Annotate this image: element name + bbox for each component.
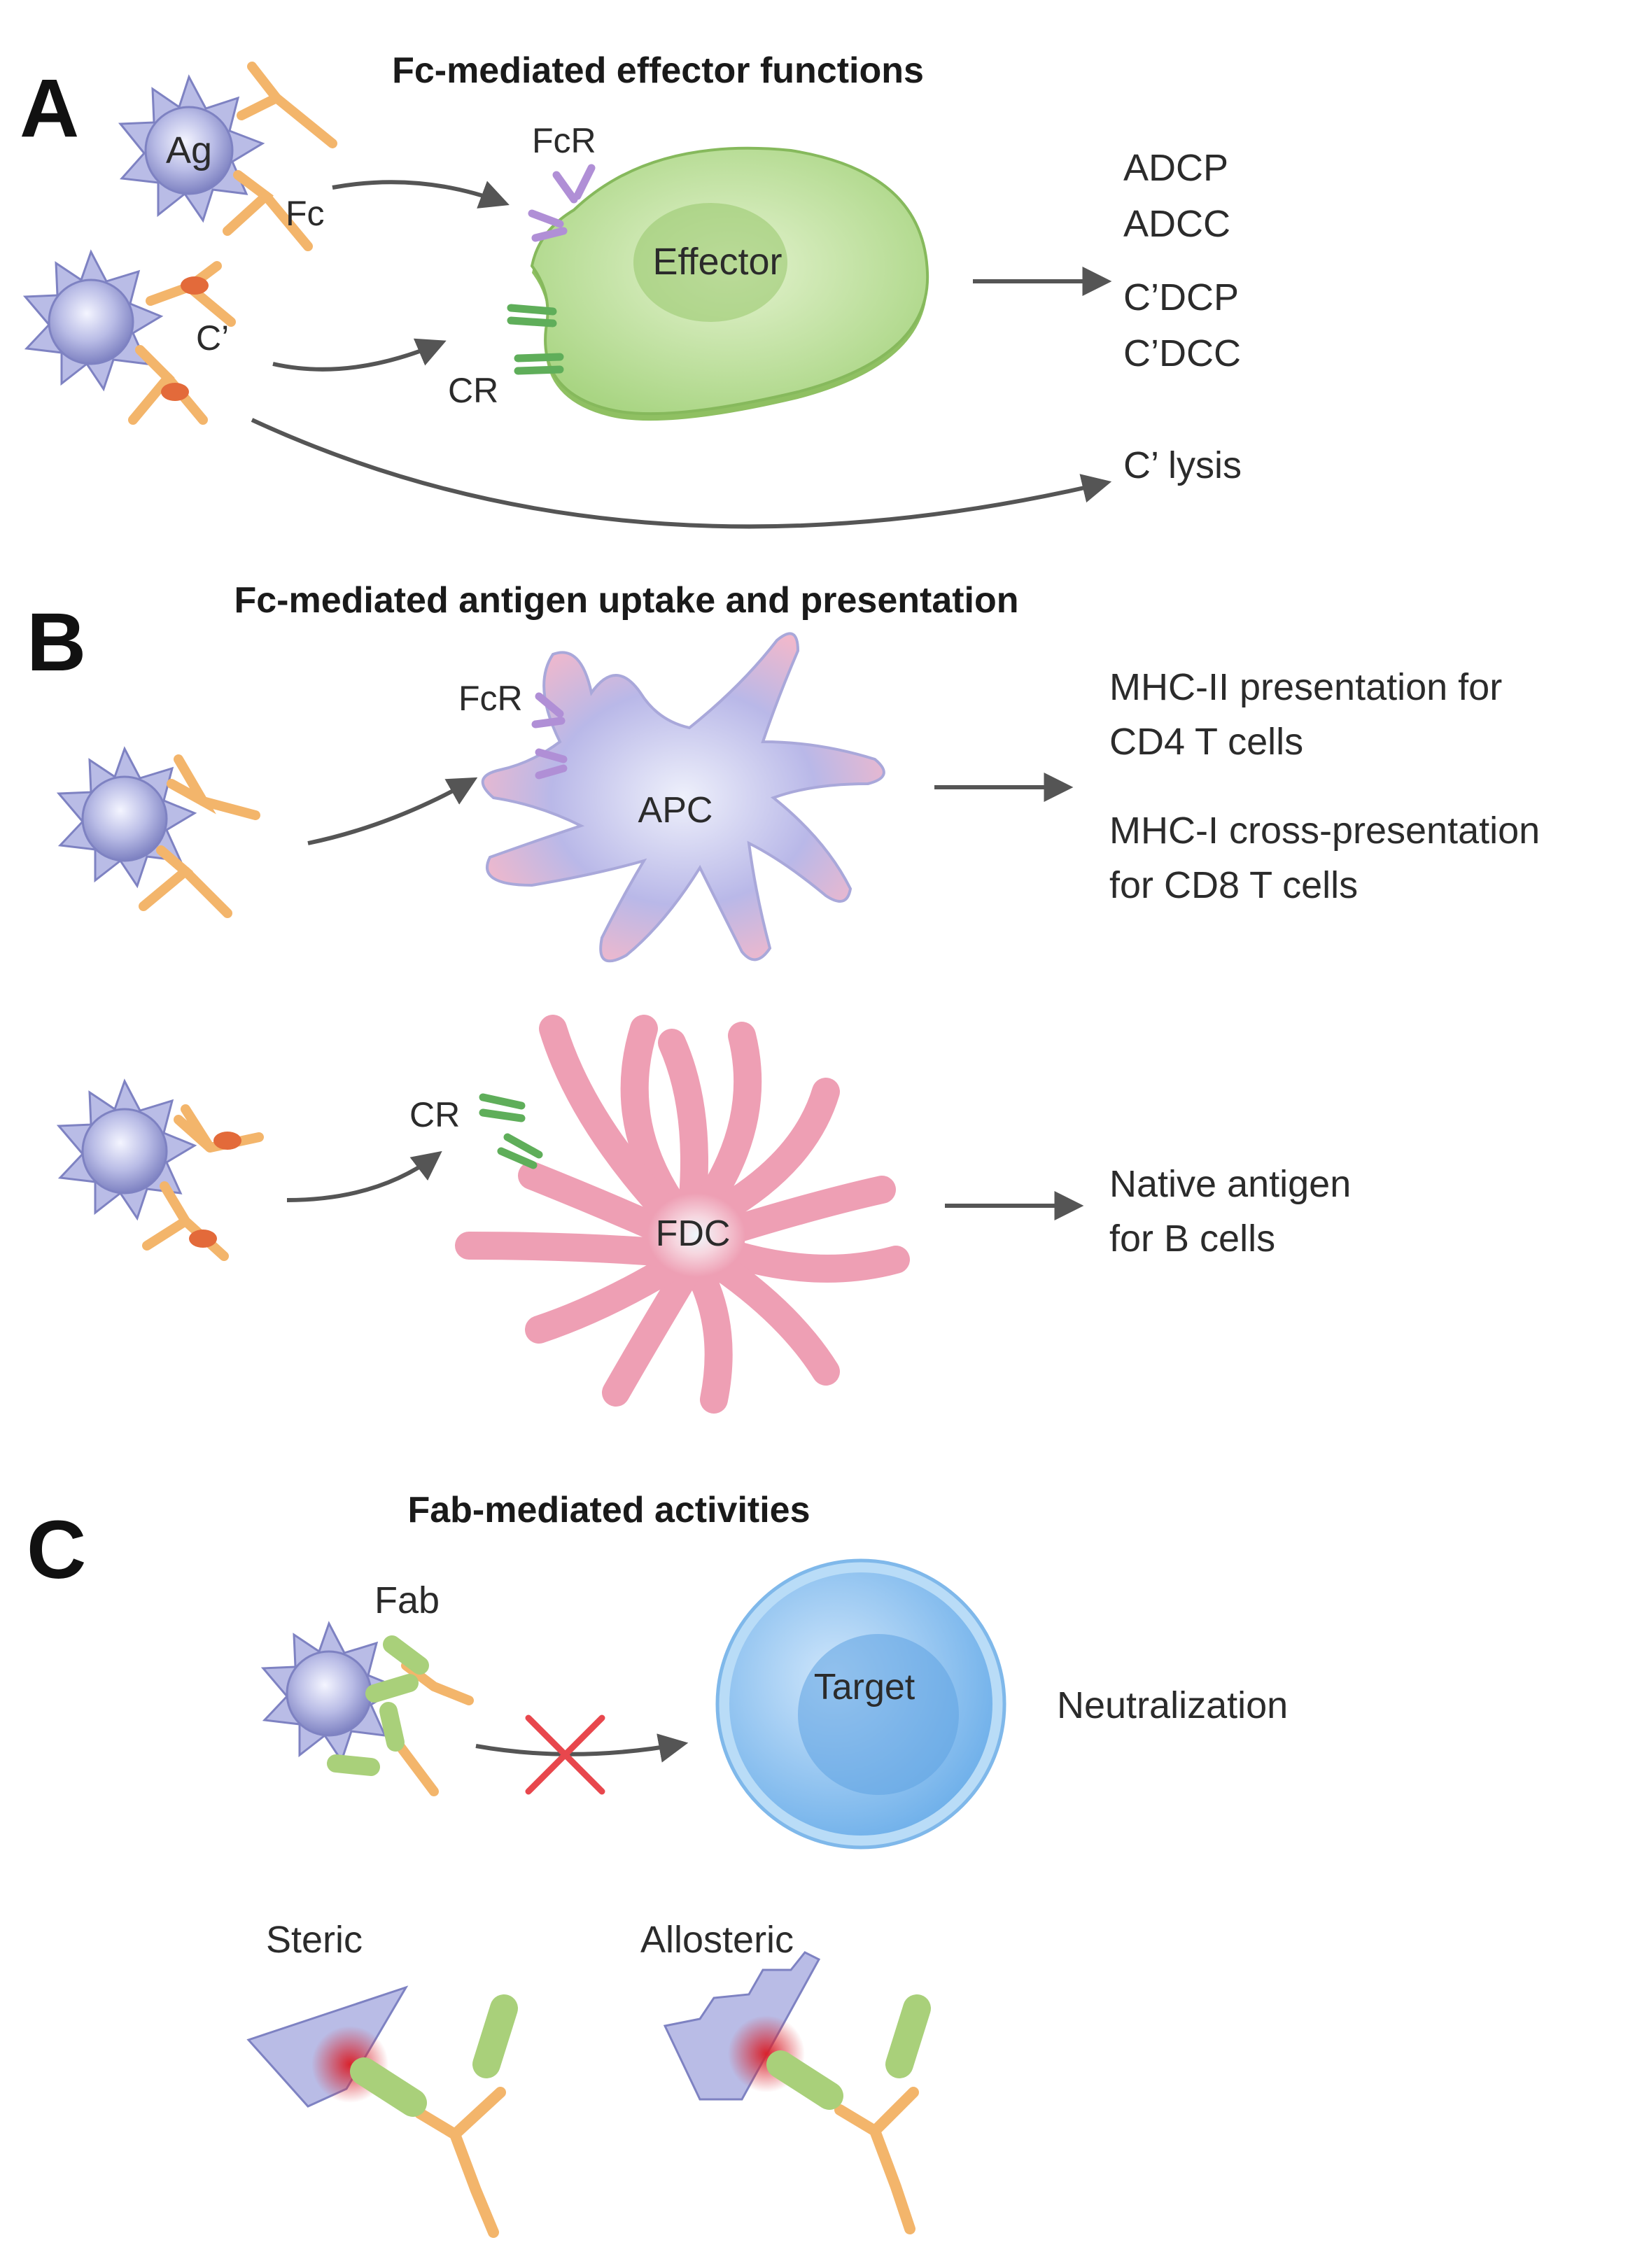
arrow-to-cr: [272, 338, 447, 372]
complement-icon: [161, 383, 189, 401]
apc-outcome-line: CD4 T cells: [1109, 721, 1303, 763]
apc-label: APC: [638, 790, 713, 831]
cr-label: CR: [409, 1095, 460, 1134]
neutralization-label: Neutralization: [1057, 1684, 1288, 1726]
fcr-label: FcR: [458, 679, 523, 718]
antigen-icon: Ag: [118, 74, 265, 223]
arrow-to-lysis: [251, 418, 1112, 529]
steric-label: Steric: [266, 1919, 363, 1961]
fab-label: Fab: [374, 1579, 440, 1621]
fc-receptor-icon: [531, 692, 568, 780]
cr-label: CR: [448, 371, 498, 410]
apc-outcome-line: MHC-II presentation for: [1109, 666, 1502, 708]
panel-b: B Fc-mediated antigen uptake and present…: [27, 580, 1540, 1414]
apc-outcome-line: MHC-I cross-presentation: [1109, 810, 1540, 852]
apc-outcome-line: for CD8 T cells: [1109, 864, 1358, 906]
panel-a-letter: A: [20, 62, 79, 155]
outcome-label: ADCP: [1123, 147, 1228, 189]
arrow-to-fdc: [286, 1150, 442, 1202]
effector-cell: Effector: [530, 146, 929, 421]
fdc-outcome-line: for B cells: [1109, 1218, 1275, 1260]
panel-a: A Fc-mediated effector functions Ag Fc C…: [20, 50, 1242, 529]
arrow-to-apc: [307, 777, 478, 845]
outcome-label: C’DCP: [1123, 276, 1239, 318]
fcr-label: FcR: [532, 121, 596, 160]
complement-icon: [213, 1132, 241, 1150]
complement-receptor-icon: [479, 1093, 543, 1169]
target-label: Target: [814, 1667, 915, 1707]
fdc-label: FDC: [656, 1213, 731, 1254]
fdc-cell: FDC: [455, 1015, 910, 1414]
fc-label: Fc: [286, 194, 325, 233]
complement-antigen-icon: [22, 249, 164, 392]
antigen-icon: [260, 1621, 402, 1763]
antibody-icon: [223, 62, 337, 251]
complement-receptor-icon: [507, 304, 564, 375]
panel-c: C Fab-mediated activities Fab Target: [27, 1490, 1288, 2238]
panel-a-title: Fc-mediated effector functions: [392, 50, 924, 91]
outcome-label: ADCC: [1123, 203, 1230, 245]
block-x-icon: [525, 1714, 605, 1795]
fab-antibody-icon: [327, 1635, 474, 1796]
allosteric-antibody-icon: [766, 1994, 931, 2234]
complement-label: C’: [196, 318, 229, 358]
arrow-blocked: [475, 1733, 689, 1763]
fdc-outcome-line: Native antigen: [1109, 1163, 1351, 1205]
lysis-label: C’ lysis: [1123, 444, 1242, 486]
target-cell: Target: [715, 1558, 1006, 1850]
arrow-to-fcr: [332, 180, 510, 209]
complement-icon: [189, 1230, 217, 1248]
panel-c-title: Fab-mediated activities: [407, 1490, 810, 1530]
antibody-icon: [139, 754, 260, 918]
apc-cell: APC: [481, 632, 885, 963]
allosteric-label: Allosteric: [640, 1919, 794, 1961]
panel-b-title: Fc-mediated antigen uptake and presentat…: [234, 580, 1018, 621]
outcome-label: C’DCC: [1123, 332, 1241, 374]
effector-label: Effector: [652, 241, 782, 283]
ag-label: Ag: [166, 129, 212, 171]
panel-b-letter: B: [27, 596, 86, 689]
complement-icon: [181, 276, 209, 295]
fc-receptor-icon: [528, 164, 596, 242]
steric-antibody-icon: [350, 1994, 518, 2238]
panel-c-letter: C: [27, 1504, 86, 1596]
